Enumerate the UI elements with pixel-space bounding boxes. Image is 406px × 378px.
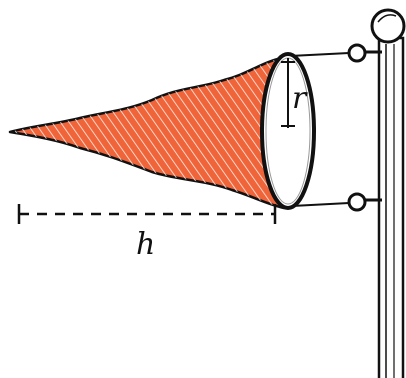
height-marker: h bbox=[17, 204, 277, 262]
pole-icon bbox=[370, 8, 406, 378]
radius-label: r bbox=[292, 81, 308, 116]
windsock-icon bbox=[8, 52, 316, 210]
mount-arms bbox=[289, 43, 382, 212]
radius-marker: r bbox=[281, 58, 308, 128]
height-label: h bbox=[136, 227, 155, 262]
